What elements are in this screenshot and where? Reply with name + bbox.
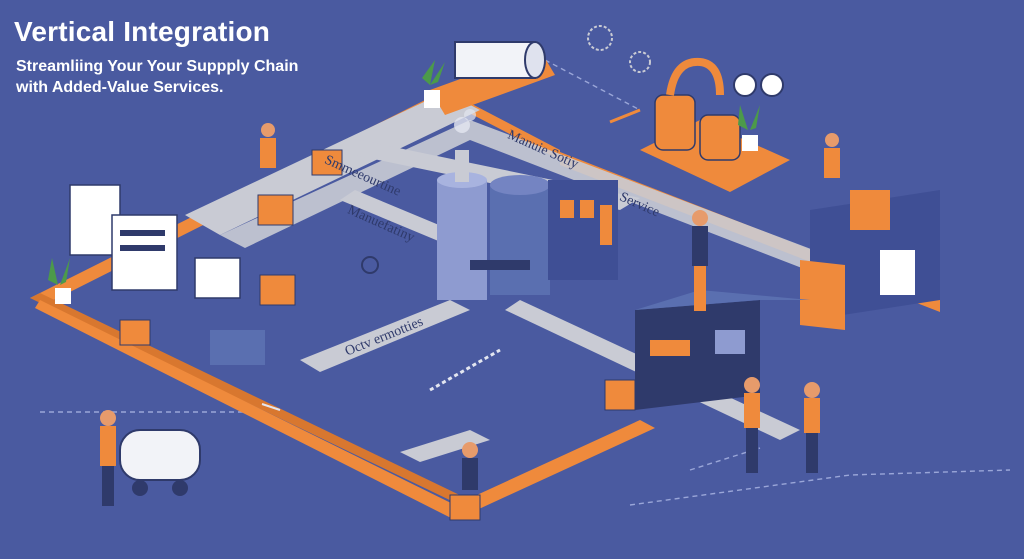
dashed-lines: [40, 59, 1011, 506]
service-building: [800, 190, 940, 330]
page-subtitle: Streamliing Your Your Suppply Chain with…: [16, 56, 356, 98]
process-vessels: [640, 57, 790, 192]
storage-tank: [430, 41, 555, 115]
people: [100, 123, 840, 506]
potted-plants: [48, 60, 760, 304]
gear-icons: [361, 25, 651, 274]
subtitle-line-1: Streamliing Your Your Suppply Chain: [16, 58, 299, 75]
cardboard-boxes: [119, 149, 636, 521]
flow-arrows: [261, 108, 641, 411]
tanker-cart: [119, 429, 201, 496]
central-factory: [437, 109, 618, 300]
blue-warehouse: [635, 290, 810, 410]
subtitle-line-2: with Added-Value Services.: [16, 79, 224, 96]
page-title: Vertical Integration: [14, 16, 271, 47]
left-workstation: [69, 184, 265, 365]
